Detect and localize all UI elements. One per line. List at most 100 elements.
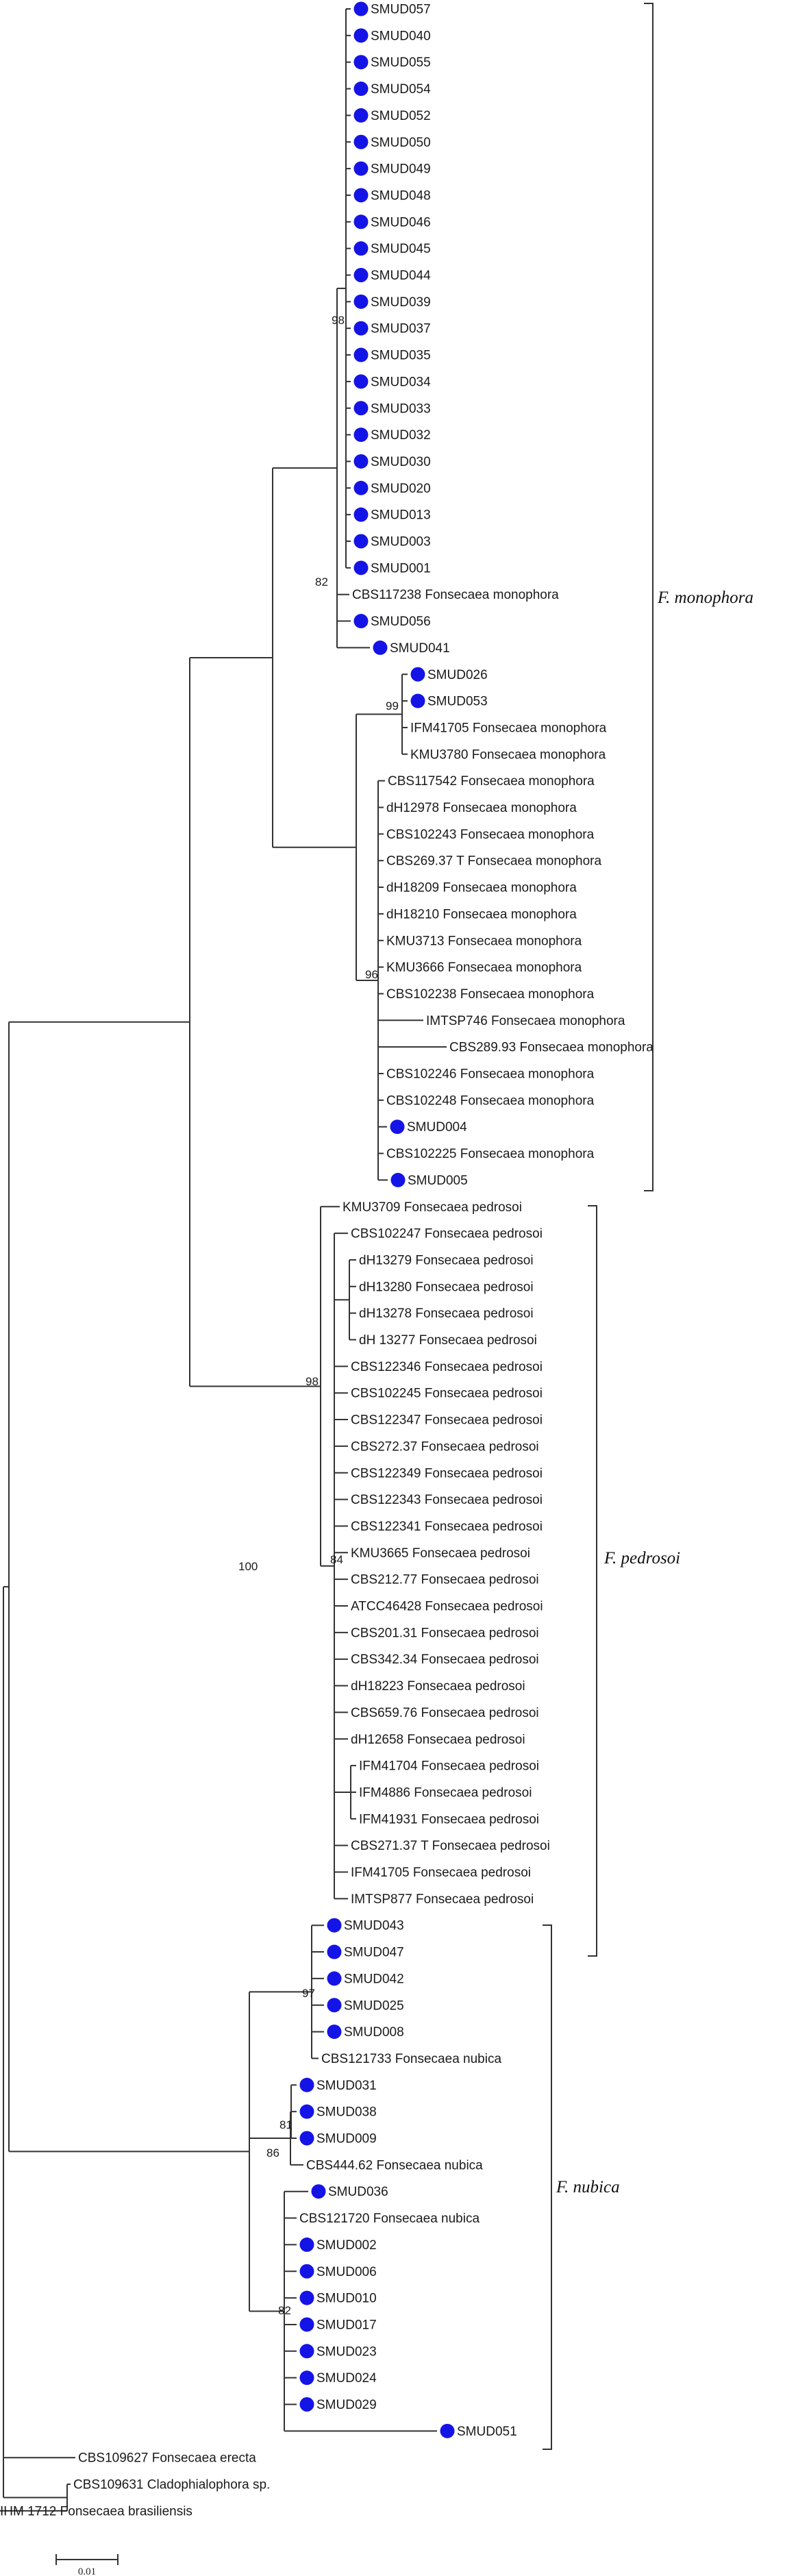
- taxon-label: SMUD036: [328, 2185, 388, 2199]
- taxon-label: SMUD040: [371, 29, 431, 43]
- isolate-marker-dot: [390, 1119, 405, 1135]
- taxon-label: SMUD039: [371, 295, 431, 310]
- isolate-marker-dot: [353, 560, 369, 575]
- isolate-marker-dot: [327, 1971, 342, 1986]
- taxon-label: IFM41931 Fonsecaea pedrosoi: [359, 1812, 539, 1826]
- taxon-label: CBS102248 Fonsecaea monophora: [386, 1093, 595, 1108]
- taxon-label: SMUD009: [316, 2132, 377, 2146]
- isolate-marker-dot: [353, 268, 369, 282]
- bootstrap-values: 98 82 99 96 98 84 100 97 81 86 82: [238, 314, 399, 2317]
- isolate-marker-dot: [353, 108, 369, 123]
- bootstrap-value: 84: [330, 1553, 343, 1566]
- taxon-label: SMUD020: [371, 482, 431, 496]
- taxon-label: SMUD026: [427, 668, 488, 682]
- taxon-label: dH18223 Fonsecaea pedrosoi: [351, 1679, 525, 1694]
- isolate-marker-dot: [353, 428, 369, 443]
- taxon-label: CBS121720 Fonsecaea nubica: [299, 2212, 480, 2226]
- bootstrap-value: 86: [266, 2146, 279, 2159]
- clade-bracket: [543, 1924, 552, 2450]
- isolate-marker-dot: [353, 82, 369, 97]
- taxon-label: SMUD008: [344, 2025, 404, 2040]
- isolate-marker-dot: [353, 347, 369, 362]
- clade-label: F. monophora: [657, 589, 754, 607]
- taxon-label: SMUD047: [344, 1946, 404, 1960]
- tree-branches: [0, 8, 447, 2512]
- taxon-label: SMUD010: [316, 2292, 377, 2306]
- taxon-label: SMUD006: [316, 2265, 377, 2279]
- taxon-label: SMUD002: [316, 2238, 377, 2253]
- taxon-label: SMUD024: [316, 2371, 377, 2386]
- isolate-marker-dot: [299, 2264, 314, 2279]
- taxon-label: SMUD045: [371, 242, 431, 256]
- taxon-label: CBS272.37 Fonsecaea pedrosoi: [351, 1439, 539, 1454]
- taxon-label: CBS117238 Fonsecaea monophora: [352, 588, 559, 602]
- taxon-label: CBS212.77 Fonsecaea pedrosoi: [351, 1573, 539, 1587]
- taxon-label: SMUD031: [316, 2079, 377, 2093]
- scale-bar-label: 0.01: [78, 2566, 96, 2576]
- taxon-label: IFM4886 Fonsecaea pedrosoi: [359, 1785, 532, 1800]
- taxon-label: CBS444.62 Fonsecaea nubica: [306, 2158, 483, 2172]
- taxon-label: SMUD003: [371, 535, 431, 549]
- taxon-label: KMU3666 Fonsecaea monophora: [386, 961, 582, 975]
- taxon-label: SMUD055: [371, 55, 431, 70]
- isolate-marker-dot: [353, 480, 369, 495]
- taxon-label: CBS109631 Cladophialophora sp.: [73, 2478, 270, 2492]
- taxon-label: SMUD057: [371, 3, 431, 17]
- taxon-label: SMUD037: [371, 322, 431, 336]
- taxon-label: dH12658 Fonsecaea pedrosoi: [351, 1733, 525, 1747]
- taxon-label: CBS289.93 Fonsecaea monophora: [449, 1041, 654, 1055]
- isolate-marker-dot: [353, 401, 369, 416]
- taxon-label: CBS122349 Fonsecaea pedrosoi: [351, 1466, 543, 1481]
- isolate-marker-dot: [299, 2131, 314, 2146]
- taxon-label: IFM41705 Fonsecaea monophora: [410, 721, 607, 735]
- clade-bracket: [588, 1205, 597, 1957]
- taxon-label: SMUD001: [371, 561, 431, 575]
- taxon-label: SMUD023: [316, 2344, 377, 2359]
- isolate-marker-dot: [353, 28, 369, 43]
- taxon-label: SMUD032: [371, 428, 431, 443]
- taxon-label: dH18209 Fonsecaea monophora: [386, 881, 577, 895]
- taxon-label: CBS269.37 T Fonsecaea monophora: [386, 854, 601, 869]
- isolate-marker-dot: [353, 214, 369, 230]
- taxon-label: CBS102243 Fonsecaea monophora: [386, 828, 595, 842]
- clade-label: F. pedrosoi: [603, 1549, 680, 1568]
- taxon-label: IFM41704 Fonsecaea pedrosoi: [359, 1759, 539, 1774]
- isolate-marker-dot: [410, 667, 425, 682]
- taxon-label: KMU3709 Fonsecaea pedrosoi: [343, 1200, 522, 1215]
- isolate-marker-dot: [353, 507, 369, 522]
- isolate-marker-dot: [353, 614, 369, 629]
- taxon-label: CBS109627 Fonsecaea erecta: [78, 2451, 256, 2466]
- taxon-label: IHM 1712 Fonsecaea brasiliensis: [0, 2504, 192, 2518]
- bootstrap-value: 99: [386, 699, 399, 713]
- taxon-label: CBS271.37 T Fonsecaea pedrosoi: [351, 1839, 550, 1853]
- isolate-marker-dot: [327, 2024, 342, 2040]
- taxon-label: SMUD042: [344, 1972, 404, 1986]
- isolate-marker-dot: [353, 55, 369, 70]
- isolate-marker-dot: [311, 2184, 326, 2199]
- taxon-label: SMUD044: [371, 269, 431, 283]
- bootstrap-value: 81: [279, 2118, 293, 2131]
- taxon-label: KMU3780 Fonsecaea monophora: [410, 747, 606, 762]
- taxon-label: SMUD050: [371, 136, 431, 150]
- taxon-label: CBS121733 Fonsecaea nubica: [321, 2052, 501, 2066]
- taxon-label: IMTSP746 Fonsecaea monophora: [426, 1014, 625, 1028]
- isolate-marker-dot: [327, 1998, 342, 2013]
- bootstrap-value: 82: [315, 575, 328, 589]
- taxon-label: dH 13277 Fonsecaea pedrosoi: [359, 1333, 537, 1348]
- taxon-label: SMUD004: [407, 1120, 467, 1135]
- taxon-label: SMUD033: [371, 401, 431, 416]
- isolate-marker-dot: [299, 2370, 314, 2386]
- bootstrap-value: 96: [365, 968, 378, 981]
- taxon-label: SMUD034: [371, 375, 431, 389]
- taxon-label: SMUD054: [371, 82, 431, 97]
- taxon-label: SMUD017: [316, 2318, 377, 2332]
- isolate-marker-dot: [327, 1944, 342, 1959]
- isolate-marker-dot: [299, 2237, 314, 2252]
- taxon-label: dH13279 Fonsecaea pedrosoi: [359, 1253, 534, 1267]
- bootstrap-value: 100: [238, 1560, 258, 1573]
- taxon-label: CBS117542 Fonsecaea monophora: [388, 774, 595, 789]
- isolate-marker-dot: [440, 2423, 455, 2438]
- taxon-label: SMUD038: [316, 2105, 377, 2120]
- taxon-label: dH13278 Fonsecaea pedrosoi: [359, 1306, 534, 1321]
- taxon-label: SMUD049: [371, 162, 431, 177]
